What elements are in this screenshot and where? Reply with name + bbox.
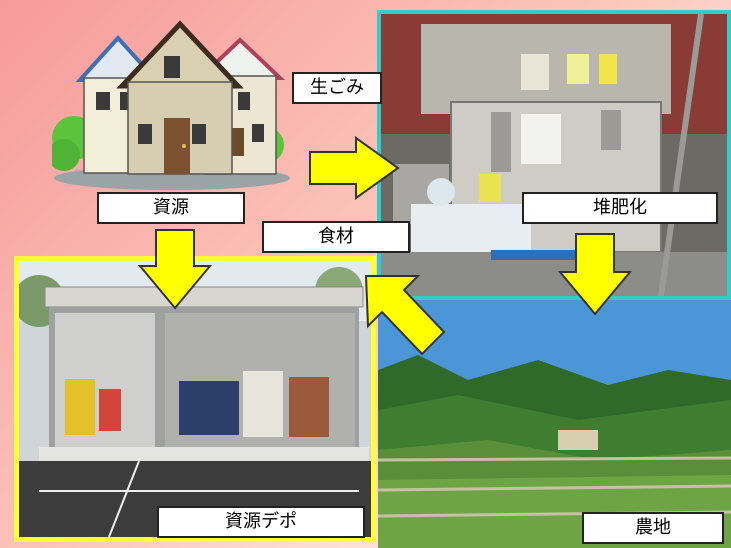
label-depot: 資源デポ (157, 506, 365, 538)
arrow-farmland-to-depot (364, 275, 446, 356)
label-garbage: 生ごみ (292, 72, 382, 104)
arrow-houses-to-compost (309, 136, 400, 200)
arrow-compost-to-farmland (558, 233, 632, 316)
label-compost: 堆肥化 (522, 192, 718, 224)
label-food: 食材 (262, 221, 410, 253)
tea-farmland-photo (378, 300, 731, 548)
arrow-resources-to-depot (138, 229, 212, 310)
label-farmland: 農地 (582, 512, 724, 544)
storage-depot-photo (14, 256, 376, 542)
label-resources: 資源 (97, 192, 245, 224)
composting-machine-photo (377, 10, 731, 300)
houses-illustration (52, 20, 290, 190)
